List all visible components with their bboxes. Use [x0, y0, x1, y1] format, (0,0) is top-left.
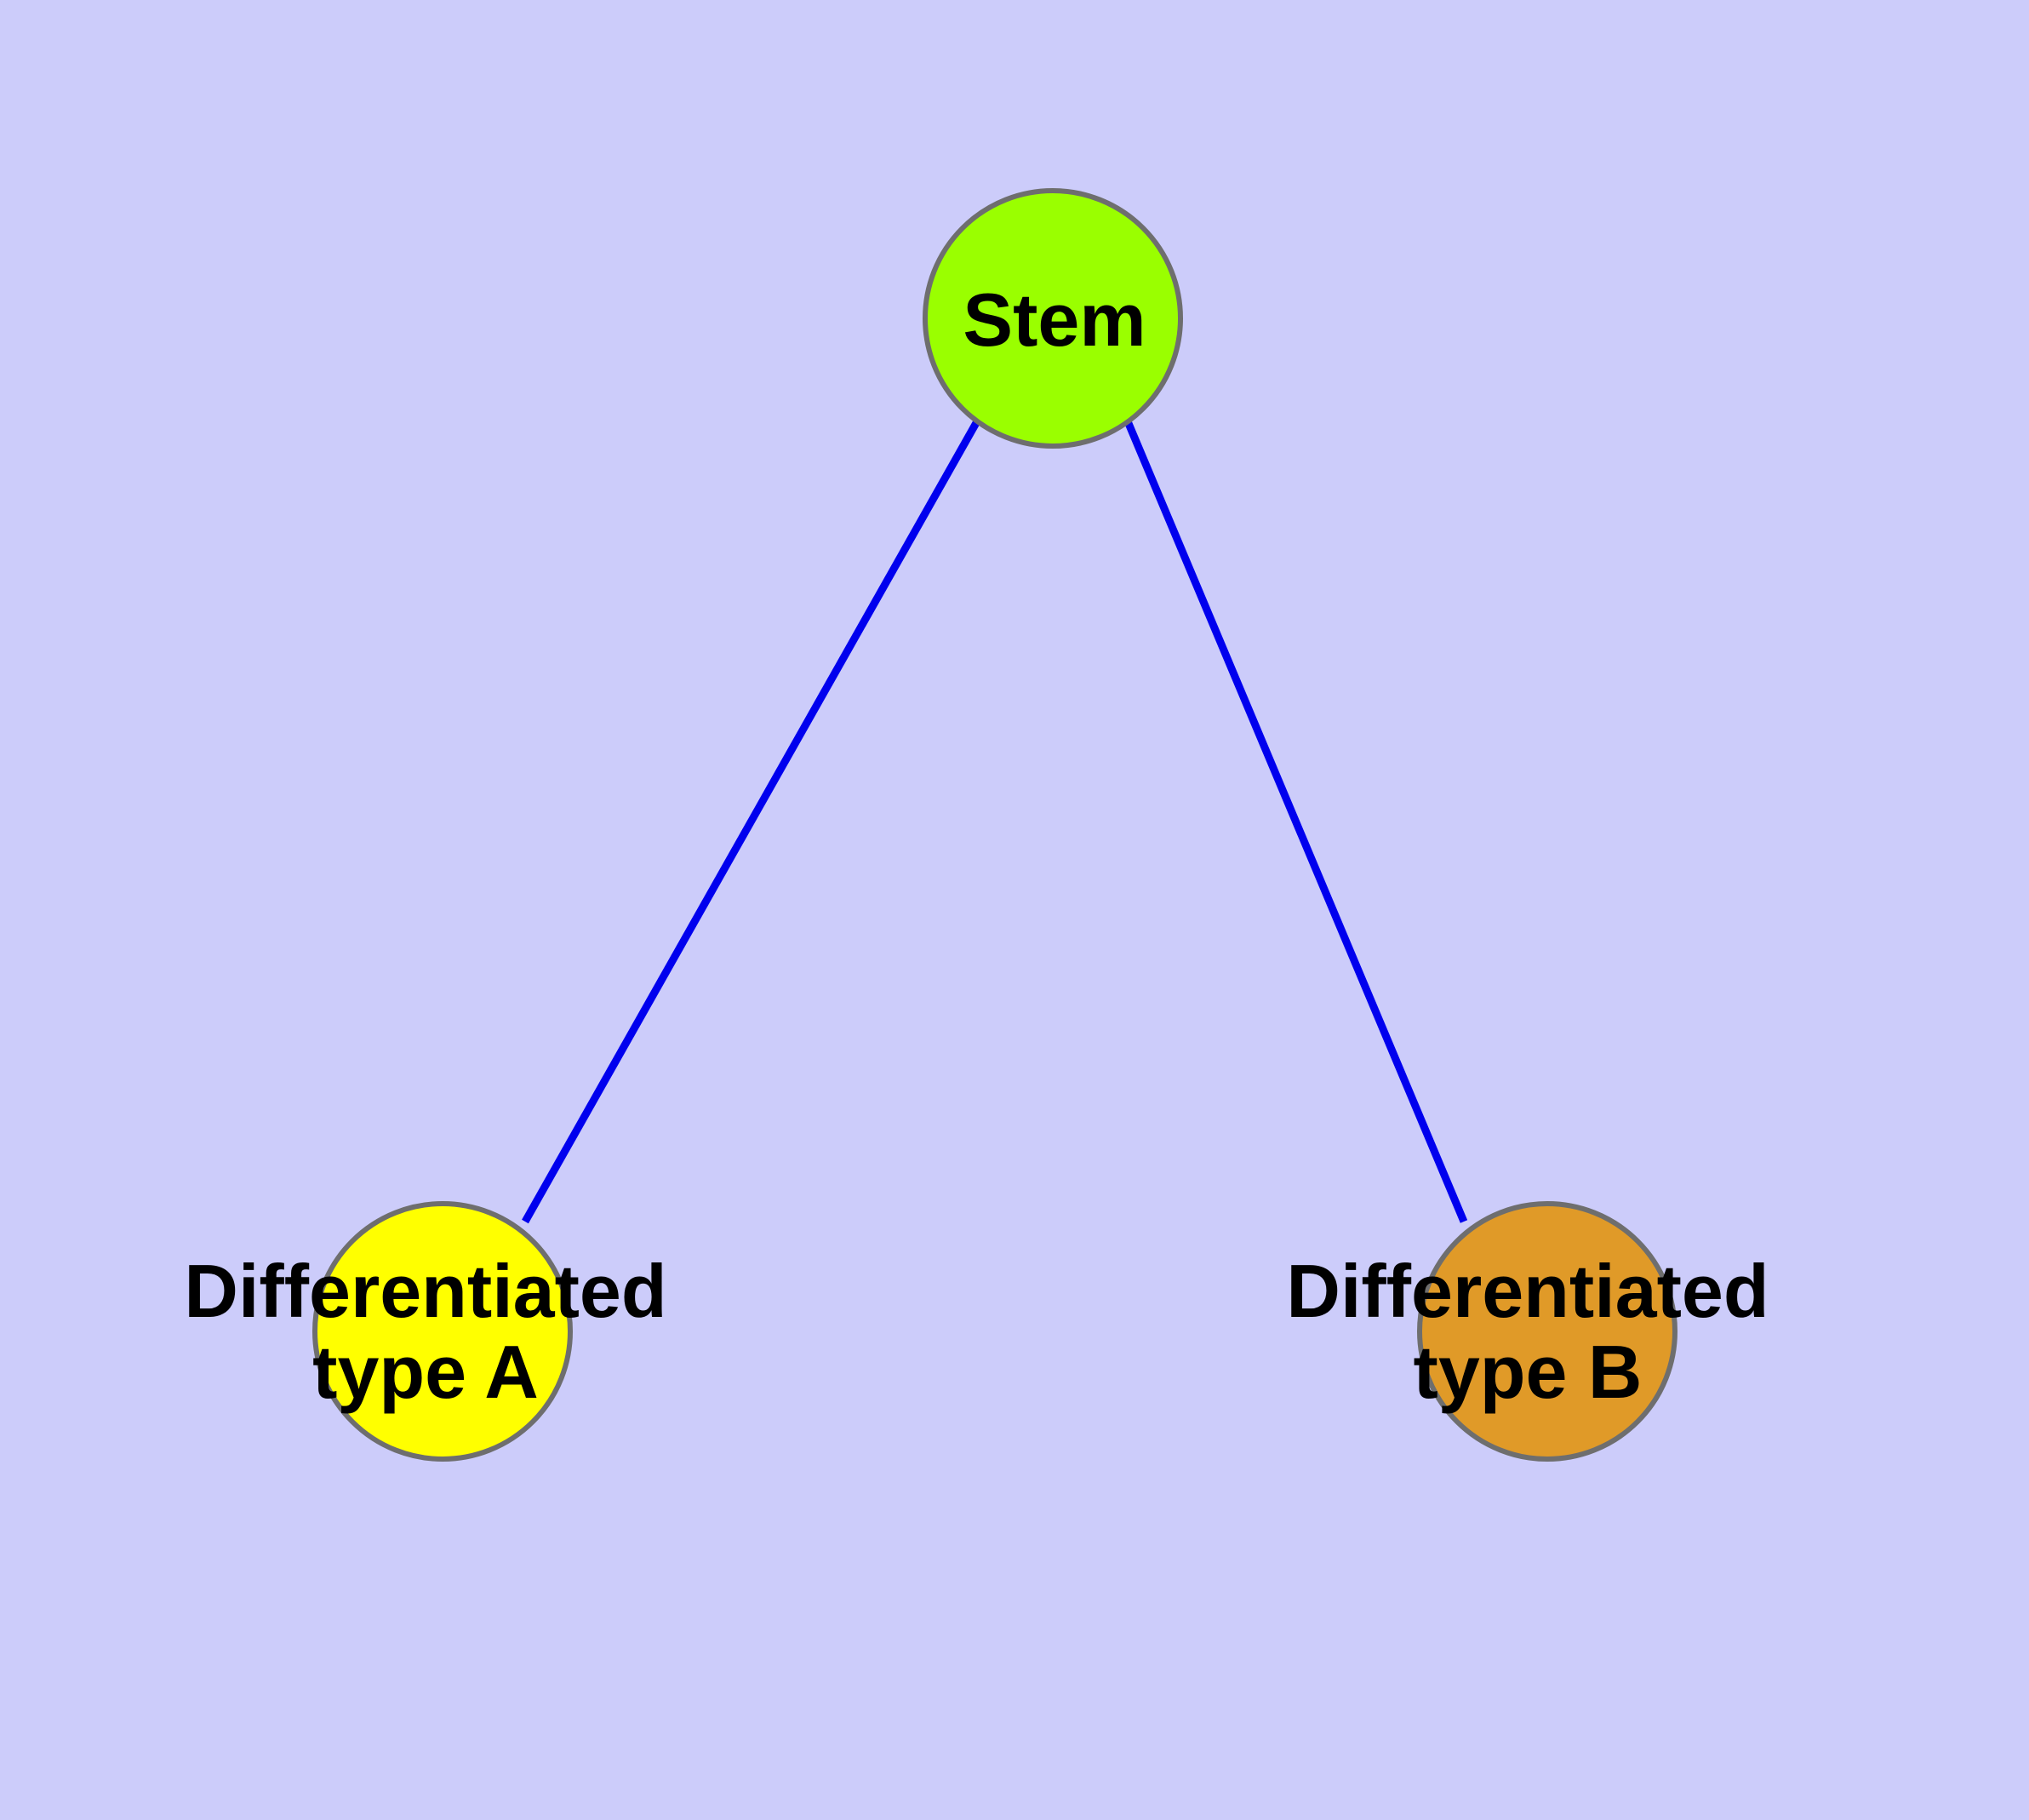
- node-label-diff-b-line-1: Differentiated: [1286, 1249, 1769, 1333]
- node-stem[interactable]: [923, 188, 1183, 449]
- edge-stem-to-diff-b[interactable]: [1123, 420, 1468, 1223]
- edges-layer: [522, 419, 1468, 1224]
- node-label-diff-b-line-2: type B: [1414, 1330, 1643, 1414]
- node-diff-a[interactable]: [312, 1201, 573, 1462]
- node-label-diff-a-line-2: type A: [312, 1330, 539, 1414]
- node-label-diff-a-line-1: Differentiated: [184, 1249, 666, 1333]
- node-diff-b[interactable]: [1417, 1201, 1677, 1462]
- node-label-stem-line-1: Stem: [963, 278, 1146, 362]
- nodes-layer: [312, 188, 1677, 1462]
- edge-stem-to-diff-a[interactable]: [522, 419, 980, 1224]
